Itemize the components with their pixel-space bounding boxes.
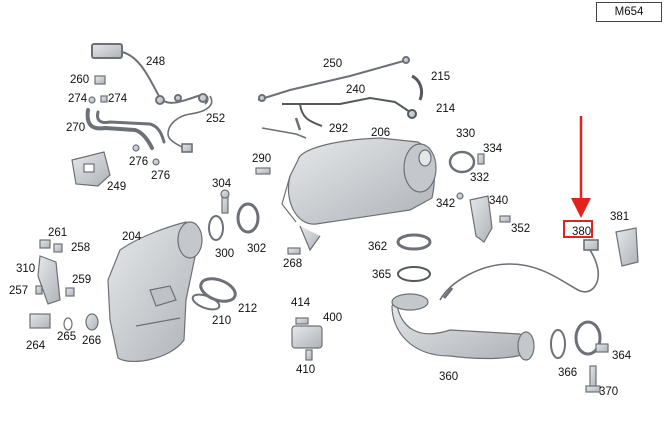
label-257[interactable]: 257: [9, 285, 29, 297]
part-252-sensor-cable[interactable]: [167, 95, 213, 153]
part-276-clamps[interactable]: [132, 144, 160, 166]
label-249[interactable]: 249: [107, 181, 127, 193]
label-410[interactable]: 410: [296, 364, 316, 376]
label-268[interactable]: 268: [283, 258, 303, 270]
part-302-clamp[interactable]: [236, 202, 260, 234]
label-260[interactable]: 260: [70, 74, 90, 86]
part-250-line[interactable]: [257, 56, 410, 102]
label-381[interactable]: 381: [610, 211, 630, 223]
part-300-gasket[interactable]: [208, 215, 224, 241]
part-249-bracket[interactable]: [71, 151, 111, 187]
label-334[interactable]: 334: [483, 143, 503, 155]
part-268-bolt[interactable]: [287, 247, 301, 255]
label-302[interactable]: 302: [247, 243, 267, 255]
part-334-bolt[interactable]: [477, 153, 485, 165]
part-304-bolt[interactable]: [220, 189, 230, 214]
part-366-gasket[interactable]: [550, 329, 566, 359]
part-352-bolt[interactable]: [499, 215, 511, 223]
label-212[interactable]: 212: [238, 303, 258, 315]
part-270-pipe[interactable]: [85, 108, 166, 150]
label-261[interactable]: 261: [48, 227, 68, 239]
label-276-top[interactable]: 276: [129, 156, 149, 168]
label-204[interactable]: 204: [122, 231, 142, 243]
label-252[interactable]: 252: [206, 113, 226, 125]
part-204-catalytic-converter[interactable]: [107, 221, 203, 362]
label-215[interactable]: 215: [431, 71, 451, 83]
highlight-box-380: [563, 220, 593, 238]
part-210-gasket[interactable]: [191, 292, 221, 313]
part-364-clamp[interactable]: [574, 320, 609, 356]
label-214[interactable]: 214: [436, 103, 456, 115]
label-265[interactable]: 265: [57, 331, 77, 343]
part-330-clamp[interactable]: [448, 150, 476, 174]
part-362-clamp[interactable]: [396, 233, 432, 251]
label-264[interactable]: 264: [26, 340, 46, 352]
label-352[interactable]: 352: [511, 223, 531, 235]
label-400[interactable]: 400: [323, 312, 343, 324]
label-248[interactable]: 248: [146, 56, 166, 68]
part-215-hose[interactable]: [411, 74, 424, 101]
part-206-particulate-filter[interactable]: [281, 137, 437, 252]
part-370-bolt[interactable]: [585, 365, 601, 393]
label-304[interactable]: 304: [212, 178, 232, 190]
part-380-sensor-cable[interactable]: [439, 239, 600, 301]
label-258[interactable]: 258: [71, 242, 91, 254]
label-270[interactable]: 270: [66, 122, 86, 134]
part-212-clamp[interactable]: [198, 274, 239, 305]
part-360-exhaust-pipe[interactable]: [391, 293, 535, 361]
part-240-line[interactable]: [282, 96, 417, 127]
label-365[interactable]: 365: [372, 269, 392, 281]
label-274-left[interactable]: 274: [68, 93, 88, 105]
label-266[interactable]: 266: [82, 335, 102, 347]
label-206[interactable]: 206: [371, 127, 391, 139]
label-366[interactable]: 366: [558, 367, 578, 379]
label-210[interactable]: 210: [212, 315, 232, 327]
label-240[interactable]: 240: [346, 84, 366, 96]
part-248-sensor-line[interactable]: [91, 43, 209, 105]
part-310-bracket[interactable]: [37, 255, 61, 305]
label-370[interactable]: 370: [599, 386, 619, 398]
label-340[interactable]: 340: [489, 195, 509, 207]
part-259-257-fasteners[interactable]: [35, 285, 75, 297]
label-332[interactable]: 332: [470, 172, 490, 184]
label-310[interactable]: 310: [16, 263, 36, 275]
model-code-box: M654: [596, 2, 662, 22]
part-290-bolt[interactable]: [255, 167, 271, 175]
part-264-265-266-fittings[interactable]: [29, 313, 99, 331]
label-342[interactable]: 342: [436, 198, 456, 210]
label-292[interactable]: 292: [329, 123, 349, 135]
label-360[interactable]: 360: [439, 371, 459, 383]
part-381-bracket[interactable]: [615, 227, 639, 267]
part-365-gasket[interactable]: [397, 266, 431, 282]
label-290[interactable]: 290: [252, 153, 272, 165]
label-364[interactable]: 364: [612, 350, 632, 362]
part-261-258-brackets[interactable]: [39, 239, 63, 253]
label-259[interactable]: 259: [72, 274, 92, 286]
part-340-bracket[interactable]: [456, 192, 493, 243]
label-414[interactable]: 414: [291, 297, 311, 309]
part-260-274-fasteners[interactable]: [88, 75, 108, 104]
label-362[interactable]: 362: [368, 241, 388, 253]
part-292-line[interactable]: [261, 117, 307, 139]
label-380-highlighted[interactable]: 380: [572, 226, 592, 238]
label-330[interactable]: 330: [456, 128, 476, 140]
label-274-right[interactable]: 274: [108, 93, 128, 105]
label-300[interactable]: 300: [215, 248, 235, 260]
label-276-bottom[interactable]: 276: [151, 170, 171, 182]
label-250[interactable]: 250: [323, 58, 343, 70]
part-400-actuator[interactable]: [291, 317, 323, 361]
